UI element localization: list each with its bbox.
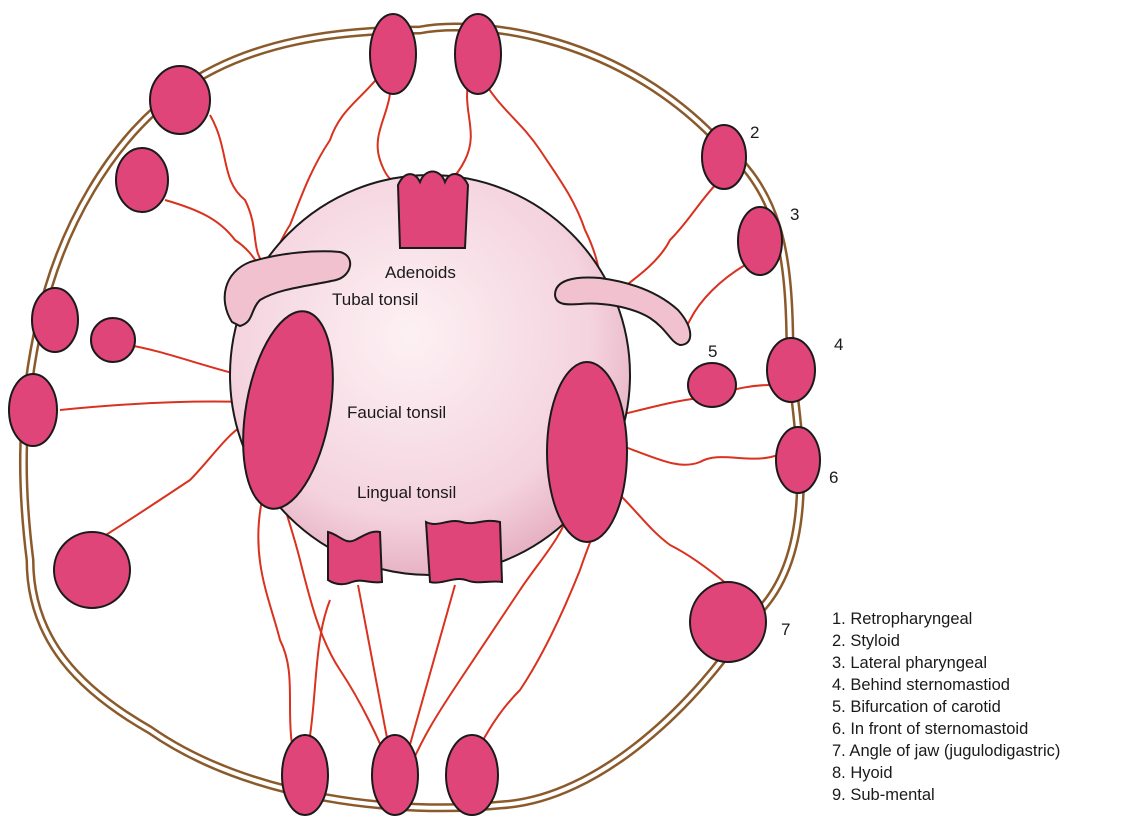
lymph-node-6-in-front-of-sternomastoid — [776, 427, 820, 493]
legend-item: 4. Behind sternomastiod — [832, 674, 1060, 696]
node-number-4: 4 — [834, 335, 843, 354]
lymph-node-7-jugulodigastric — [690, 582, 766, 662]
lymph-node — [116, 148, 168, 212]
legend-item: 9. Sub-mental — [832, 784, 1060, 806]
lingual-tonsil-left — [328, 532, 382, 585]
lymph-node-4-behind-sternomastoid — [767, 338, 815, 402]
node-number-2: 2 — [750, 123, 759, 142]
lymph-node — [32, 288, 78, 352]
legend-item: 2. Styloid — [832, 630, 1060, 652]
lymph-node — [455, 14, 501, 94]
adenoids — [398, 172, 468, 249]
lingual-tonsil-label: Lingual tonsil — [357, 483, 456, 502]
lymph-node — [370, 14, 416, 94]
tubal-tonsil-label: Tubal tonsil — [332, 290, 418, 309]
lymph-node — [282, 735, 328, 815]
faucial-tonsil-label: Faucial tonsil — [347, 403, 446, 422]
lingual-tonsil-right — [426, 521, 502, 583]
legend-item: 3. Lateral pharyngeal — [832, 652, 1060, 674]
lymph-node — [91, 318, 135, 362]
lymph-node — [446, 735, 498, 815]
lymph-node — [9, 374, 57, 446]
lymph-node — [372, 735, 418, 815]
node-legend: 1. Retropharyngeal 2. Styloid 3. Lateral… — [832, 608, 1060, 806]
lymph-node — [150, 66, 210, 134]
legend-item: 8. Hyoid — [832, 762, 1060, 784]
node-number-6: 6 — [829, 468, 838, 487]
node-number-3: 3 — [790, 205, 799, 224]
legend-item: 6. In front of sternomastoid — [832, 718, 1060, 740]
node-number-7: 7 — [781, 620, 790, 639]
node-number-5: 5 — [708, 342, 717, 361]
lymph-node — [54, 532, 130, 608]
adenoids-label: Adenoids — [385, 263, 456, 282]
lymph-node-5-bifurcation-of-carotid — [688, 363, 736, 407]
legend-item: 5. Bifurcation of carotid — [832, 696, 1060, 718]
legend-item: 7. Angle of jaw (jugulodigastric) — [832, 740, 1060, 762]
lymph-node-2-styloid — [702, 125, 746, 189]
faucial-tonsil-right — [547, 362, 627, 542]
lymph-node-3-lateral-pharyngeal — [738, 207, 782, 275]
legend-item: 1. Retropharyngeal — [832, 608, 1060, 630]
